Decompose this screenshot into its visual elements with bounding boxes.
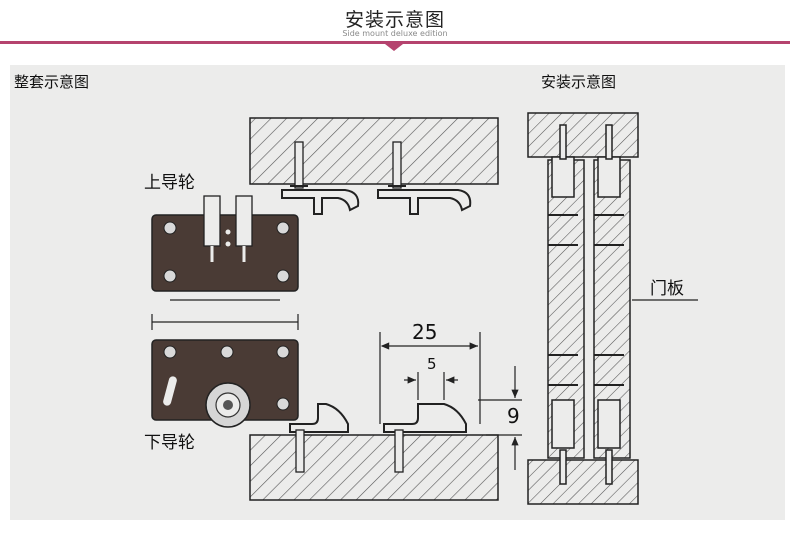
floor-beam: [249, 434, 499, 501]
dimension-25: [379, 332, 481, 424]
overview-title: 整套示意图: [14, 73, 90, 91]
page-subtitle: Side mount deluxe edition: [342, 29, 448, 38]
upper-wheel-label: 上导轮: [144, 173, 195, 193]
upper-track: [249, 117, 499, 215]
door-panel-label: 门板: [650, 279, 684, 299]
bracket-width-dimension: [151, 299, 299, 330]
ceiling-beam: [249, 117, 499, 185]
dimension-9: [478, 366, 522, 470]
upper-rail-left: [281, 189, 360, 215]
side-installation-view: [527, 112, 698, 505]
side-floor-beam: [527, 459, 639, 505]
upper-wheel-bracket: [151, 195, 299, 292]
lower-rail-left: [289, 403, 349, 433]
upper-rail-right: [377, 189, 472, 215]
header-divider: [0, 41, 790, 44]
upper-screw-right: [388, 141, 406, 189]
upper-screw-left: [290, 141, 308, 189]
lower-track: [249, 403, 499, 501]
side-ceiling-beam: [527, 112, 639, 158]
lower-screw-left: [295, 429, 305, 473]
dimension-25-label: 25: [412, 320, 438, 344]
lower-wheel-label: 下导轮: [144, 433, 195, 453]
installation-title: 安装示意图: [541, 73, 617, 91]
header-notch-icon: [385, 44, 403, 51]
page-header: 安装示意图 Side mount deluxe edition: [0, 0, 790, 52]
lower-wheel-bracket: [151, 339, 299, 428]
dimension-5-label: 5: [427, 355, 437, 373]
dimension-5: [404, 372, 458, 400]
lower-rail-right: [383, 403, 467, 433]
page-title: 安装示意图: [344, 9, 445, 31]
lower-screw-right: [394, 429, 404, 473]
dimension-9-label: 9: [507, 404, 520, 428]
